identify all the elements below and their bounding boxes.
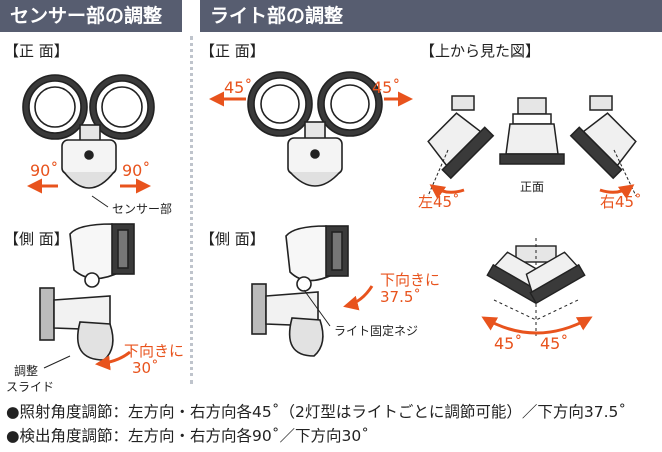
light-angle-right: 45˚ [372, 78, 401, 97]
screw-callout: ライト固定ネジ [334, 324, 419, 338]
sensor-front-illustration [22, 74, 155, 189]
sensor-front-label: 【正 面】 [4, 42, 69, 60]
light-front-label: 【正 面】 [200, 42, 265, 60]
light-angle-left: 45˚ [224, 78, 253, 97]
top-view-left-label: 左45˚ [418, 193, 460, 211]
light-down-angle-line2: 37.5˚ [380, 288, 421, 306]
sensor-section-title: センサー部の調整 [10, 5, 163, 27]
light-section-header: ライト部の調整 [200, 0, 662, 32]
sensor-side-label: 【側 面】 [4, 230, 69, 248]
section-divider [190, 36, 193, 384]
sensor-section-header: センサー部の調整 [0, 0, 182, 32]
top-view-center-label: 正面 [520, 180, 545, 194]
light-side-label: 【側 面】 [200, 230, 265, 248]
light-side-illustration [251, 225, 349, 357]
bottom-angle-right: 45˚ [540, 334, 569, 353]
light-down-angle-illustration [486, 238, 586, 336]
sensor-callout: センサー部 [112, 202, 173, 216]
slide-callout-line1: 調整 [14, 364, 39, 378]
bottom-angle-left: 45˚ [494, 334, 523, 353]
slide-callout-line2: スライド [6, 380, 55, 394]
sensor-down-angle-line2: 30˚ [132, 359, 159, 377]
light-top-view-label: 【上から見た図】 [420, 42, 541, 60]
note-illumination: ●照射角度調節：左方向・右方向各45˚（2灯型はライトごとに調節可能）／下方向3… [6, 403, 627, 421]
sensor-down-angle-line1: 下向きに [124, 342, 185, 360]
sensor-side-illustration [39, 223, 135, 361]
sensor-angle-right: 90˚ [122, 161, 151, 180]
note-detection: ●検出角度調節：左方向・右方向各90˚／下方向30˚ [6, 427, 369, 445]
top-view-right-label: 右45˚ [600, 193, 642, 211]
light-section-title: ライト部の調整 [210, 5, 344, 27]
light-down-angle-line1: 下向きに [380, 271, 441, 289]
light-front-illustration [247, 71, 383, 187]
light-top-view-illustration [427, 95, 637, 197]
sensor-angle-left: 90˚ [30, 161, 59, 180]
